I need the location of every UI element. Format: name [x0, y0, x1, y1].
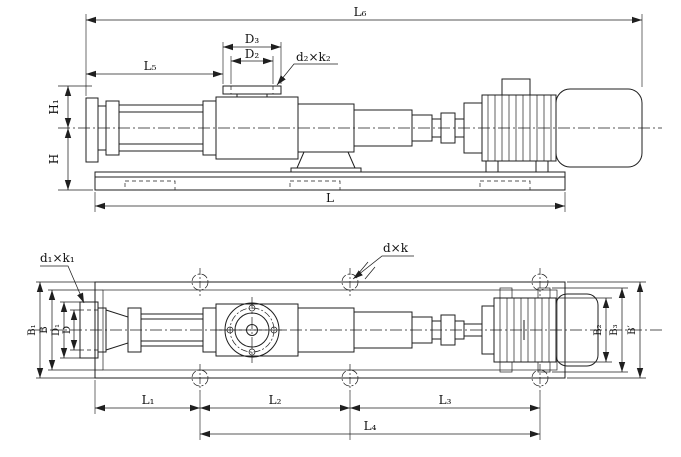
dim-L3: L₃	[350, 392, 541, 440]
dim-label-L4: L₄	[364, 419, 377, 433]
leader-dk: d×k	[352, 241, 414, 280]
dim-label-B1: B₁	[27, 324, 38, 335]
top-pump-body	[85, 85, 465, 173]
dim-Bprime: B′	[567, 281, 646, 379]
dim-label-Bprime: B′	[627, 324, 638, 334]
dim-L1: L₁	[94, 380, 201, 440]
dim-label-D3: D₃	[245, 32, 260, 46]
dim-label-B: B	[39, 326, 50, 333]
dim-D2: D₂	[230, 47, 274, 84]
leader-d1k1: d₁×k₁	[40, 251, 85, 304]
dim-B2: B₂	[558, 297, 612, 363]
leader-d2k2: d₂×k₂	[276, 50, 338, 86]
dim-label-D1: D₁	[51, 324, 62, 336]
dim-L6: L₆	[85, 5, 643, 96]
plan-motor	[481, 287, 599, 373]
dim-label-B3: B₃	[609, 324, 620, 335]
dim-label-D: D	[62, 326, 73, 334]
dim-label-D2: D₂	[245, 47, 260, 61]
dim-L: L	[94, 191, 566, 212]
top-baseplate	[94, 171, 566, 191]
dim-L5: L₅	[86, 59, 223, 78]
dim-label-L2: L₂	[269, 393, 282, 407]
dim-label-H1: H₁	[47, 99, 61, 114]
dim-H: H	[47, 128, 93, 191]
top-view: L₆ D₃ D₂ L₅ d₂×k₂ H₁ H	[47, 5, 662, 212]
dim-label-H: H	[47, 154, 61, 164]
dim-L2: L₂	[200, 392, 351, 440]
dim-L4: L₄	[200, 419, 540, 438]
bottom-view: d₁×k₁ d×k B₁ B D₁ D	[27, 241, 662, 440]
dim-label-L1: L₁	[142, 393, 155, 407]
dim-label-L5: L₅	[144, 59, 157, 73]
dim-B: B	[39, 289, 103, 371]
leader-label-dk: d×k	[383, 241, 409, 255]
dim-label-L: L	[326, 191, 334, 205]
dim-label-L3: L₃	[439, 393, 452, 407]
dim-B1: B₁	[27, 281, 95, 379]
plan-baseplate	[94, 281, 566, 379]
dim-B3: B₃	[552, 287, 628, 373]
top-motor	[463, 78, 643, 173]
dim-label-B2: B₂	[593, 324, 604, 335]
leader-label-d2k2: d₂×k₂	[296, 50, 331, 64]
dim-label-L6: L₆	[354, 5, 367, 19]
plan-pump-body	[79, 297, 483, 363]
dim-H1: H₁	[47, 85, 92, 128]
leader-label-d1k1: d₁×k₁	[40, 251, 75, 265]
dim-D: D	[62, 309, 80, 351]
dim-D1: D₁	[51, 301, 80, 359]
